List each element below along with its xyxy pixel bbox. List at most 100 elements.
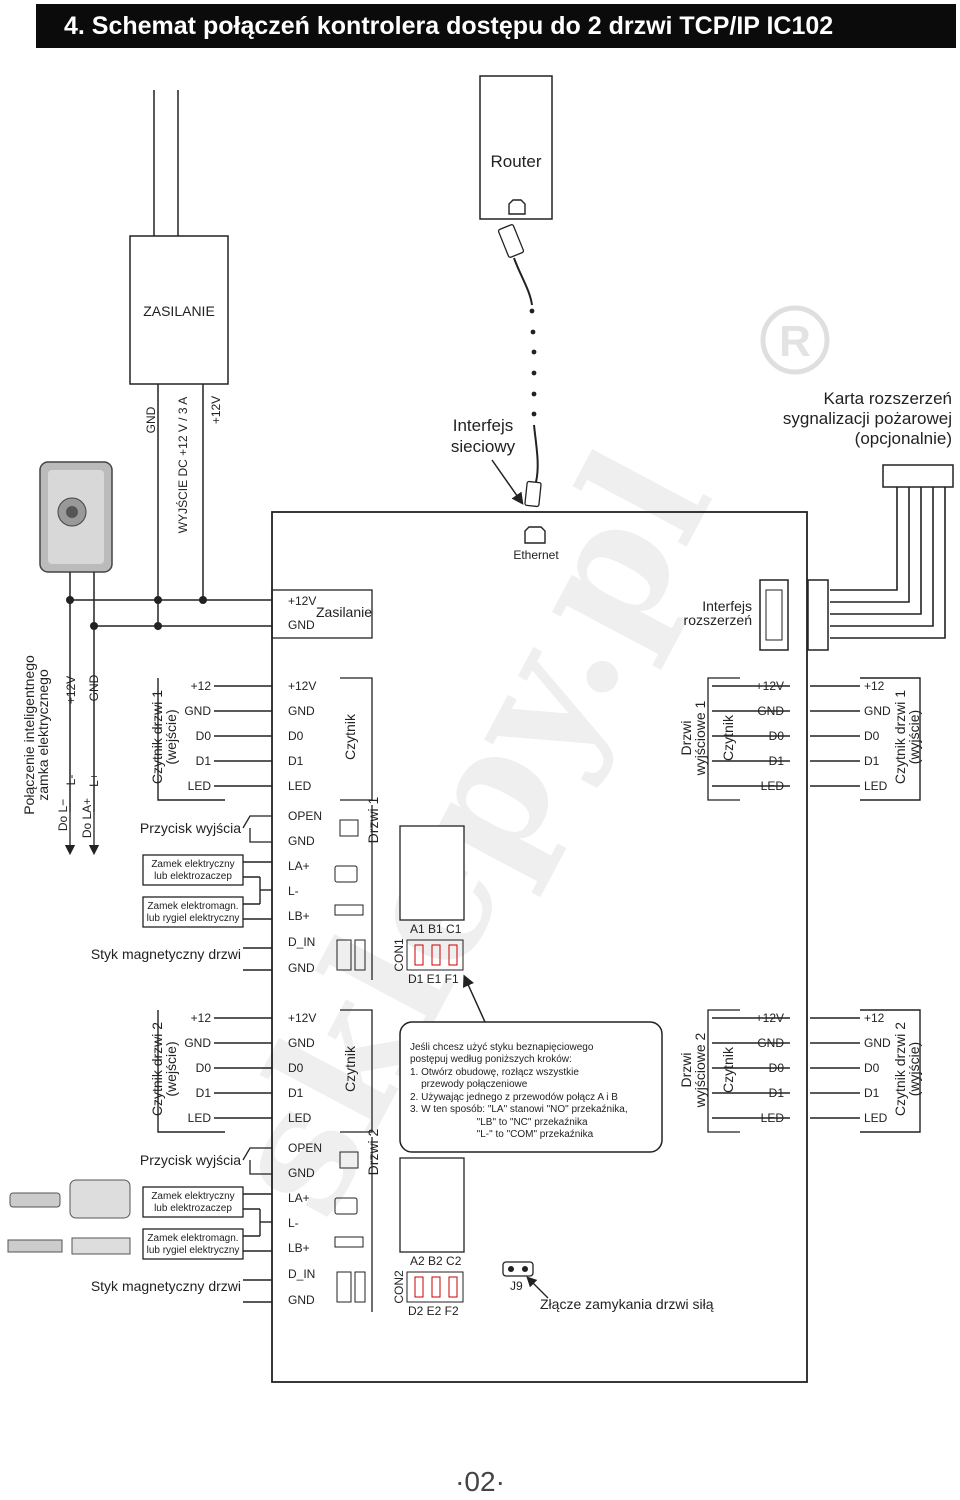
door1-hand-button-icon <box>339 819 359 837</box>
door2-ctrl-reader-pin: D1 <box>288 1086 304 1100</box>
router-box <box>479 75 553 220</box>
note-line-5: 2. Używając jednego z przewodów połącz A… <box>410 1092 618 1103</box>
door1-reader-out-pin: GND <box>864 704 891 718</box>
door1-exit-button-label: Przycisk wyjścia <box>140 820 241 836</box>
door1-mag-label: Styk magnetyczny drzwi <box>91 946 241 962</box>
ps-gnd-label: GND <box>144 406 158 433</box>
door2-exit-ctrl-pin: GND <box>757 1036 784 1050</box>
door1-relay-top: A1 B1 C1 <box>410 922 462 936</box>
door1-exit-reader-label-1: Drzwi <box>678 721 694 756</box>
door2-exit-reader-label-2: wyjściowe 2 <box>692 1032 708 1108</box>
door2-exit-ctrl-pin: D0 <box>769 1061 785 1075</box>
note-line-7: "LB" to "NC" przekaźnika <box>410 1117 588 1128</box>
door2-relay-bot: D2 E2 F2 <box>408 1304 459 1318</box>
door1-ctrl-reader-pin: +12V <box>288 679 316 693</box>
note-box <box>399 1021 663 1153</box>
door2-reader-out-label-1: Czytnik drzwi 2 <box>892 1022 908 1116</box>
door1-reader-out-label-2: (wyjście) <box>906 710 922 764</box>
door1-reader-in-label-2: (wejście) <box>163 709 179 764</box>
door1-relay-bot: D1 E1 F1 <box>408 972 459 986</box>
network-cable-icon <box>497 224 542 508</box>
door2-reader-out-pin: GND <box>864 1036 891 1050</box>
expansion-label-1: Interfejs <box>702 598 752 614</box>
door2-ctrl-lock-pin: LB+ <box>288 1241 310 1255</box>
note-line-3: 1. Otwórz obudowę, rozłącz wszystkie <box>410 1067 579 1078</box>
door1-ctrl-reader-pin: GND <box>288 704 315 718</box>
door1-ctrl-btn-pin: GND <box>288 834 315 848</box>
door2-group: Czytnik drzwi 2(wejście)+12+12V+12V+12GN… <box>7 1009 922 1318</box>
door1-reader-in-pin: D1 <box>196 754 212 768</box>
door1-ctrl-reader-pin: D0 <box>288 729 304 743</box>
door1-ctrl-mag-pin: GND <box>288 961 315 975</box>
door1-ctrl-lock-pin: LB+ <box>288 909 310 923</box>
door2-reader-in-pin: LED <box>188 1111 212 1125</box>
note-line-6: 3. W ten sposób: "LA" stanowi "NO" przek… <box>410 1104 628 1115</box>
door2-relay-top: A2 B2 C2 <box>410 1254 462 1268</box>
fire-card-label-3: (opcjonalnie) <box>855 429 952 448</box>
door1-exit-ctrl-pin: D0 <box>769 729 785 743</box>
door1-reader-in-label-1: Czytnik drzwi 1 <box>149 690 165 784</box>
door1-reader-out-pin: D1 <box>864 754 880 768</box>
smart-lock-l-minus: L- <box>64 775 78 786</box>
door1-exit-ctrl-pin: +12V <box>756 679 784 693</box>
door2-exit-ctrl-pin: +12V <box>756 1011 784 1025</box>
controller-board <box>271 511 808 1383</box>
smart-lock-do-la: Do LA+ <box>80 798 94 838</box>
j9-label: J9 <box>510 1279 523 1293</box>
smart-lock-icon <box>39 461 113 573</box>
ctrl-power-plus12: +12V <box>288 594 316 608</box>
door2-exit-reader-label-1: Drzwi <box>678 1053 694 1088</box>
door2-reader-out-pin: +12 <box>864 1011 885 1025</box>
door1-ctrl-lock-pin: L- <box>288 884 299 898</box>
door2-ctrl-lock-pin: LA+ <box>288 1191 310 1205</box>
door1-lock1-box <box>142 854 244 886</box>
door1-reader-out-pin: +12 <box>864 679 885 693</box>
door2-relay-jumper <box>406 1271 464 1303</box>
smart-lock-gnd: GND <box>87 674 101 701</box>
ctrl-power-gnd: GND <box>288 618 315 632</box>
door1-exit-reader-label-2: wyjściowe 1 <box>692 700 708 776</box>
door2-lock2-label-1: Zamek elektromagn. <box>147 1233 238 1244</box>
door1-reader-in-pin: +12 <box>191 679 212 693</box>
door2-ctrl-mag-pin: D_IN <box>288 1267 315 1281</box>
door2-exit-ctrl-pin: D1 <box>769 1086 785 1100</box>
door1-exit-ctrl-pin: D1 <box>769 754 785 768</box>
ethernet-label: Ethernet <box>513 548 559 562</box>
door2-lock-icon <box>334 1197 358 1215</box>
door1-ctrl-lock-pin: LA+ <box>288 859 310 873</box>
door2-ctrl-lock-pin: L- <box>288 1216 299 1230</box>
note-line-4: przewody połączeniowe <box>410 1079 528 1090</box>
smart-lock-l-plus: L+ <box>87 773 101 787</box>
door2-reader-in-pin: GND <box>184 1036 211 1050</box>
door2-lock1-box <box>142 1186 244 1218</box>
door1-reader-out-label-1: Czytnik drzwi 1 <box>892 690 908 784</box>
door1-exit-reader-word: Czytnik <box>720 714 736 761</box>
door1-reader-out-pin: LED <box>864 779 888 793</box>
note-line-2: postępuj według poniższych kroków: <box>410 1054 572 1065</box>
door2-reader-out-label-2: (wyjście) <box>906 1042 922 1096</box>
door2-ctrl-reader-pin: LED <box>288 1111 312 1125</box>
page-title: 4. Schemat połączeń kontrolera dostępu d… <box>36 4 956 48</box>
power-supply-box <box>129 235 229 385</box>
door2-mag-label: Styk magnetyczny drzwi <box>91 1278 241 1294</box>
door1-group: Czytnik drzwi 1(wejście)+12+12V+12V+12GN… <box>91 677 922 986</box>
registered-mark-icon: R <box>760 305 830 375</box>
smart-lock-title-1: Połączenie inteligentnego <box>21 655 37 815</box>
smart-lock-plus12: +12V <box>64 676 78 704</box>
network-interface-label-2: sieciowy <box>451 437 516 456</box>
door1-ctrl-reader-pin: D1 <box>288 754 304 768</box>
door2-ctrl-btn-pin: GND <box>288 1166 315 1180</box>
door1-ctrl-mag-pin: D_IN <box>288 935 315 949</box>
door1-exit-ctrl-pin: LED <box>761 779 785 793</box>
door2-ctrl-reader-pin: D0 <box>288 1061 304 1075</box>
router-label: Router <box>490 152 541 171</box>
page-number: ·02· <box>455 1466 505 1497</box>
door1-ctrl-btn-pin: OPEN <box>288 809 322 823</box>
smart-lock-do-l: Do L− <box>56 799 70 831</box>
door1-reader-out-pin: D0 <box>864 729 880 743</box>
door2-reader-in-pin: D1 <box>196 1086 212 1100</box>
door1-reader-in-pin: D0 <box>196 729 212 743</box>
door2-reader-out-pin: D1 <box>864 1086 880 1100</box>
strike-lock-icon <box>7 1179 131 1255</box>
fire-card-label-2: sygnalizacji pożarowej <box>783 409 952 428</box>
